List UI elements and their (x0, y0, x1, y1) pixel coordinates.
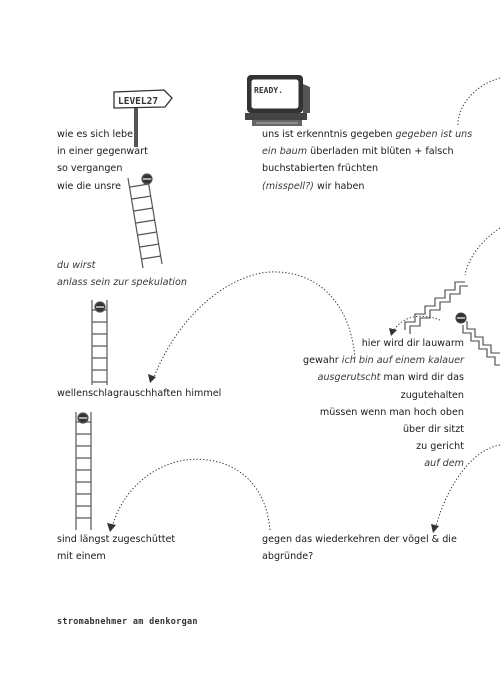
poem-block-3: wellenschlagrauschhaften himmel (57, 385, 221, 402)
poem-line: mit einem (57, 551, 106, 563)
poem-block-4: sind längst zugeschüttet mit einem (57, 531, 175, 565)
dotted-arrow (111, 77, 500, 531)
poem-block-right-top: uns ist erkenntnis gegeben gegeben ist u… (262, 126, 472, 195)
level-signpost: LEVEL27 (113, 89, 173, 147)
ladder-icon (127, 173, 163, 269)
ladder-icon (75, 412, 92, 530)
poem-line: ein baum überladen mit blüten + falsch (262, 146, 454, 158)
sign-label: LEVEL27 (118, 96, 158, 107)
poem-line: wie die unsre (57, 180, 121, 192)
poem-block-right-bottom: gegen das wiederkehren der vögel & die a… (262, 531, 457, 565)
poem-line: zu gericht (416, 441, 464, 453)
computer-screen-text: READY. (254, 86, 283, 95)
poem-line: sind längst zugeschüttet (57, 534, 176, 545)
poem-line: wie es sich lebe (57, 129, 134, 140)
poem-line: in einer gegenwart (57, 146, 148, 158)
poem-line: gegen das wiederkehren der vögel & die (262, 534, 457, 545)
poem-line: buchstabierten früchten (262, 163, 379, 175)
poem-line: so vergangen (57, 163, 123, 175)
page-footer: stromabnehmer am denkorgan (57, 617, 198, 627)
staircase-icon (404, 281, 500, 366)
poem-line: müssen wenn man hoch oben (319, 406, 464, 418)
poem-line: auf dem (424, 458, 464, 470)
ladder-icon (91, 300, 108, 385)
arrow-head (107, 328, 439, 533)
poem-line: über dir sitzt (402, 424, 464, 436)
poem-line: abgründe? (262, 551, 314, 563)
poem-line: anlass sein zur spekulation (57, 277, 187, 289)
poem-block-right-middle: hier wird dir lauwarm gewahr ich bin auf… (300, 335, 464, 473)
poem-block-2: du wirst anlass sein zur spekulation (57, 257, 187, 291)
poem-line: zugutehalten (400, 389, 464, 401)
poem-line: gewahr ich bin auf einem kalauer (303, 355, 464, 367)
computer-icon: READY. (245, 75, 310, 126)
poem-line: uns ist erkenntnis gegeben gegeben ist u… (262, 129, 473, 140)
poem-block-1: wie es sich lebe in einer gegenwart so v… (57, 126, 148, 195)
poem-line: wellenschlagrauschhaften himmel (57, 388, 222, 399)
poem-line: (misspell?) wir haben (262, 180, 365, 192)
poem-line: hier wird dir lauwarm (361, 338, 464, 349)
poem-line: ausgerutscht man wird dir das (317, 372, 464, 384)
poem-line: du wirst (57, 260, 96, 271)
